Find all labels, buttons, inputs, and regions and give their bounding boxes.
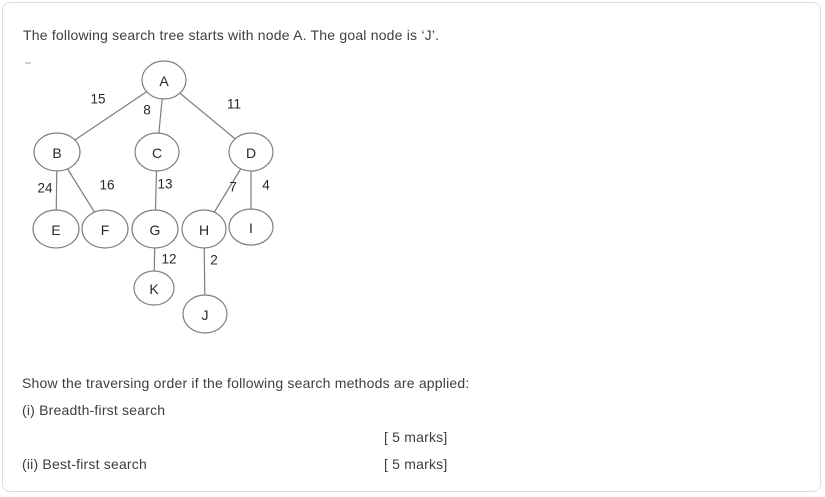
node-label-A: A xyxy=(159,73,169,89)
node-circle-A xyxy=(141,60,187,100)
node-circle-J xyxy=(182,294,228,334)
node-label-I: I xyxy=(249,220,253,236)
question-intro-text: The following search tree starts with no… xyxy=(23,27,440,43)
node-label-J: J xyxy=(202,307,209,323)
edge-weight-B-E: 24 xyxy=(37,181,53,196)
node-label-G: G xyxy=(150,222,161,238)
node-circle-E xyxy=(32,209,80,249)
edge-weight-D-H: 7 xyxy=(229,180,237,195)
node-circle-F xyxy=(81,209,129,249)
node-label-D: D xyxy=(246,145,256,161)
node-label-F: F xyxy=(101,222,110,238)
search-tree-diagram: A B C D E F G H I K J 15 8 11 24 16 13 7 4 12 2 xyxy=(32,60,274,334)
edge-weight-C-G: 13 xyxy=(157,177,172,192)
marks-breadth-first: [ 5 marks] xyxy=(384,429,448,445)
item-best-first-search: (ii) Best-first search xyxy=(22,456,147,472)
edge-weight-A-C: 8 xyxy=(143,103,151,118)
marks-best-first: [ 5 marks] xyxy=(384,456,448,472)
node-label-E: E xyxy=(51,222,60,238)
node-circle-D xyxy=(228,132,274,172)
node-circle-C xyxy=(134,132,180,172)
node-circle-K xyxy=(133,270,175,306)
instruction-text: Show the traversing order if the followi… xyxy=(22,375,470,391)
question-card: The following search tree starts with no… xyxy=(2,2,821,492)
node-circle-G xyxy=(131,209,179,249)
node-label-K: K xyxy=(149,281,159,297)
node-label-B: B xyxy=(52,145,61,161)
node-circle-H xyxy=(181,209,227,249)
edge-weight-A-B: 15 xyxy=(90,92,105,107)
node-circle-I xyxy=(228,208,274,246)
edge-weight-A-D: 11 xyxy=(227,97,241,112)
item-breadth-first-search: (i) Breadth-first search xyxy=(22,402,166,418)
edge-weight-D-I: 4 xyxy=(262,178,270,193)
stray-mark xyxy=(25,62,31,64)
node-circle-B xyxy=(33,132,81,172)
node-label-C: C xyxy=(152,145,162,161)
edge-weight-G-K: 12 xyxy=(161,252,176,267)
edge-weight-B-F: 16 xyxy=(99,178,114,193)
edge-weight-H-J: 2 xyxy=(210,253,218,268)
node-label-H: H xyxy=(199,222,209,238)
